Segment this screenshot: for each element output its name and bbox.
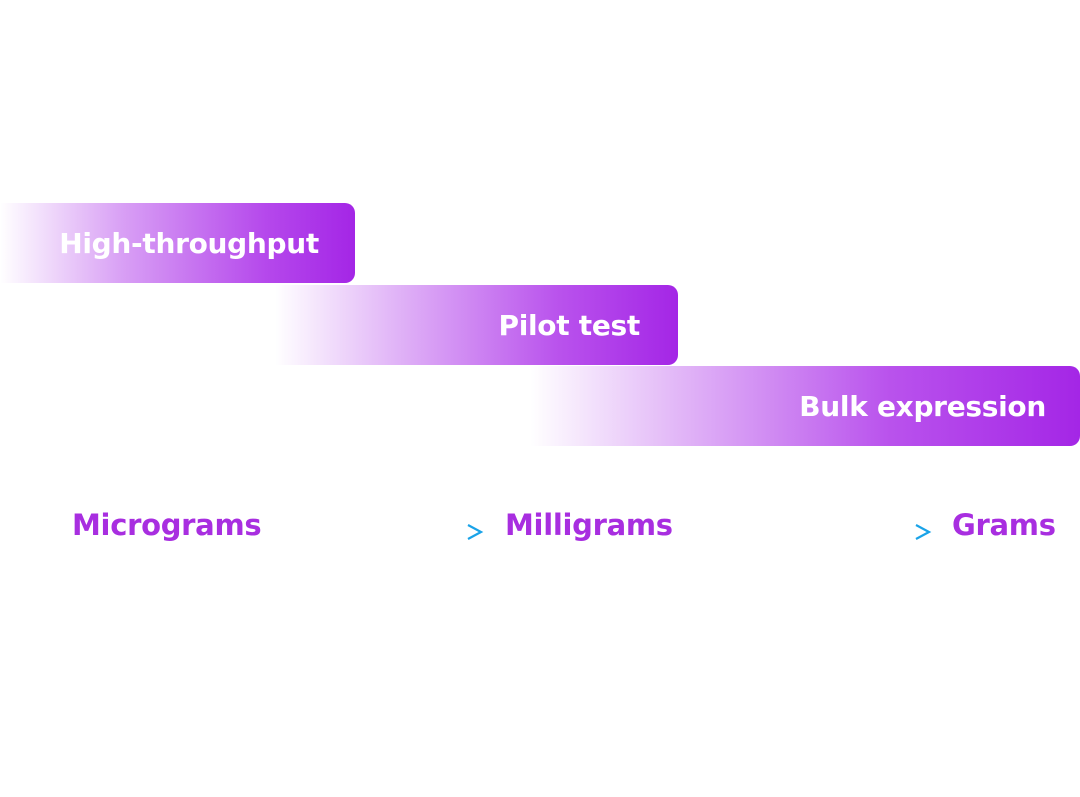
scale-label-grams: Grams xyxy=(952,508,1056,542)
right-arrow-icon xyxy=(280,524,484,540)
stage-label: High-throughput xyxy=(59,226,319,260)
stage-label: Bulk expression xyxy=(799,389,1046,423)
scale-label-micrograms: Micrograms xyxy=(72,508,262,542)
stage-bar-bulk-expression: Bulk expression xyxy=(530,366,1080,446)
scale-label-milligrams: Milligrams xyxy=(505,508,673,542)
stage-bar-high-throughput: High-throughput xyxy=(0,203,355,283)
stage-label: Pilot test xyxy=(498,308,640,342)
right-arrow-icon xyxy=(688,524,932,540)
stage-bar-pilot-test: Pilot test xyxy=(275,285,678,365)
